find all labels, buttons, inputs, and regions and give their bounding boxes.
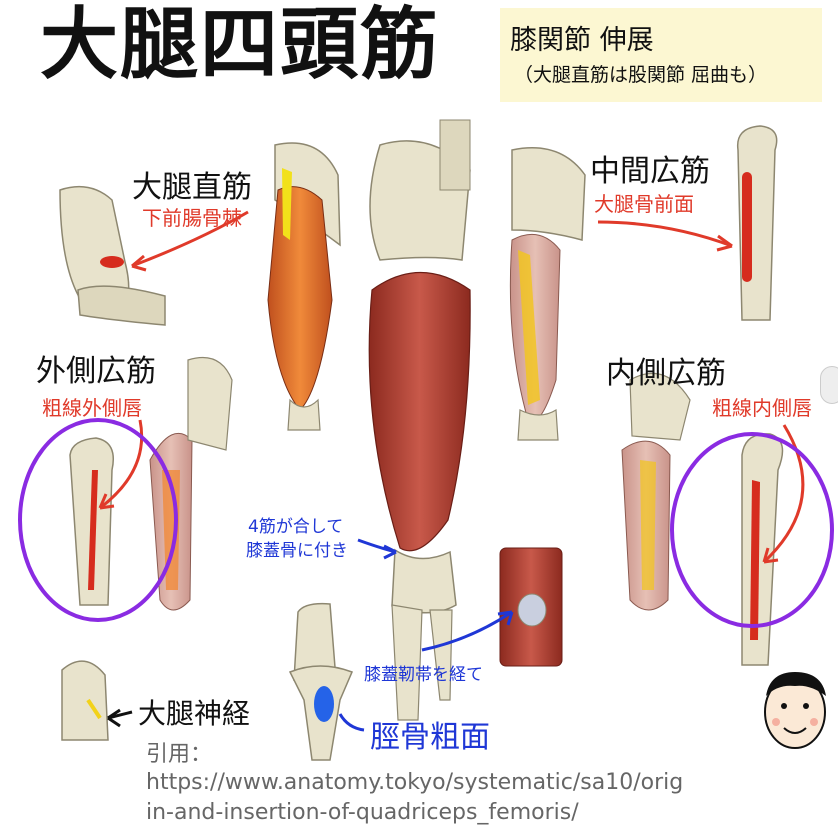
vastus-medialis-label: 内側広筋 (606, 356, 726, 391)
action-box (500, 8, 822, 102)
rectus-femoris-origin-arrow (131, 210, 249, 268)
citation-url-line2: in-and-insertion-of-quadriceps_femoris/ (146, 800, 579, 825)
page-title: 大腿四頭筋 (40, 0, 441, 90)
ligament-arrow (421, 610, 513, 652)
join-note-line2: 膝蓋骨に付き (246, 541, 348, 561)
rectus-femoris-origin-label: 下前腸骨棘 (142, 206, 242, 230)
vastus-intermedius-origin-arrow (597, 220, 733, 248)
vastus-lateralis-femur-illustration (69, 437, 114, 606)
action-main-text: 膝関節 伸展 (510, 25, 654, 56)
vastus-intermedius-illustration (509, 147, 586, 441)
vastus-intermedius-label: 中間広筋 (590, 154, 710, 189)
tibial-tuberosity-arrow (338, 713, 365, 732)
vastus-lateralis-origin-arrow (99, 419, 144, 510)
side-scroll-tab[interactable] (820, 366, 838, 404)
vastus-medialis-femur-illustration (741, 433, 784, 666)
vastus-medialis-highlight-circle (670, 432, 834, 628)
center-quadriceps-illustration (368, 119, 471, 721)
tibia-illustration (288, 602, 353, 761)
insertion-label: 脛骨粗面 (370, 720, 490, 755)
citation-label: 引用： (146, 742, 213, 767)
vastus-lateralis-highlight-circle (18, 418, 178, 622)
vastus-medialis-origin-label: 粗線内側唇 (712, 396, 812, 420)
vastus-medialis-origin-arrow (762, 424, 805, 564)
join-note-line1: 4筋が合して (248, 517, 344, 537)
patellar-ligament-illustration (499, 547, 563, 667)
vastus-medialis-leg-illustration (621, 372, 691, 611)
femur-anterior-illustration (736, 125, 778, 321)
vastus-lateralis-origin-label: 粗線外側唇 (42, 396, 142, 420)
vastus-intermedius-origin-label: 大腿骨前面 (594, 192, 694, 216)
rectus-femoris-illustration (267, 142, 341, 431)
presenter-face-illustration (764, 672, 826, 749)
ligament-note: 膝蓋靭帯を経て (364, 665, 483, 685)
vastus-lateralis-leg-illustration (149, 356, 233, 611)
action-sub-text: （大腿直筋は股関節 屈曲も） (514, 64, 768, 86)
femoral-nerve-label: 大腿神経 (138, 697, 251, 730)
pelvis-origin-illustration (59, 185, 166, 326)
vastus-lateralis-label: 外側広筋 (36, 354, 156, 389)
femoral-nerve-illustration (61, 660, 109, 741)
rectus-femoris-label: 大腿直筋 (132, 170, 252, 205)
citation-url-line1: https://www.anatomy.tokyo/systematic/sa1… (146, 770, 684, 795)
